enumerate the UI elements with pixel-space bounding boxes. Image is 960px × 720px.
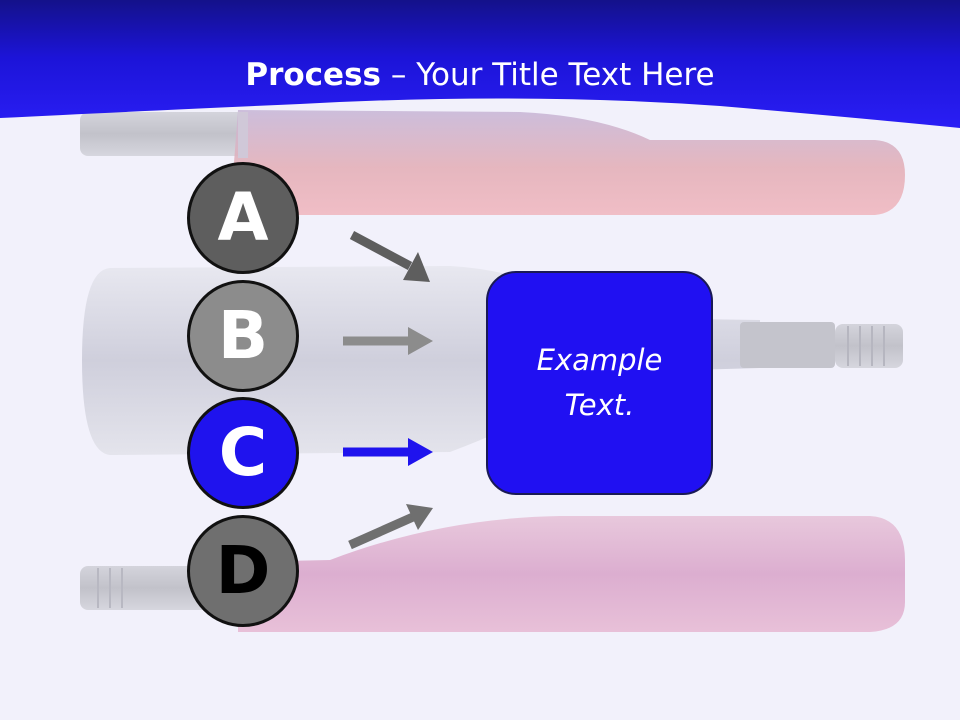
example-text: Example Text.	[536, 343, 663, 422]
title-rest: – Your Title Text Here	[381, 57, 715, 93]
example-text-box: Example Text.	[486, 271, 713, 495]
slide-title: Process – Your Title Text Here	[0, 52, 960, 98]
step-circle-c: C	[187, 397, 299, 509]
arrow-d	[348, 504, 433, 550]
step-circle-a: A	[187, 162, 299, 274]
arrow-b	[343, 327, 433, 355]
step-circle-b: B	[187, 280, 299, 392]
arrow-a	[349, 231, 430, 282]
bottle-top	[80, 110, 905, 215]
step-circle-d: D	[187, 515, 299, 627]
arrow-c	[343, 438, 433, 466]
title-bold: Process	[245, 57, 381, 93]
